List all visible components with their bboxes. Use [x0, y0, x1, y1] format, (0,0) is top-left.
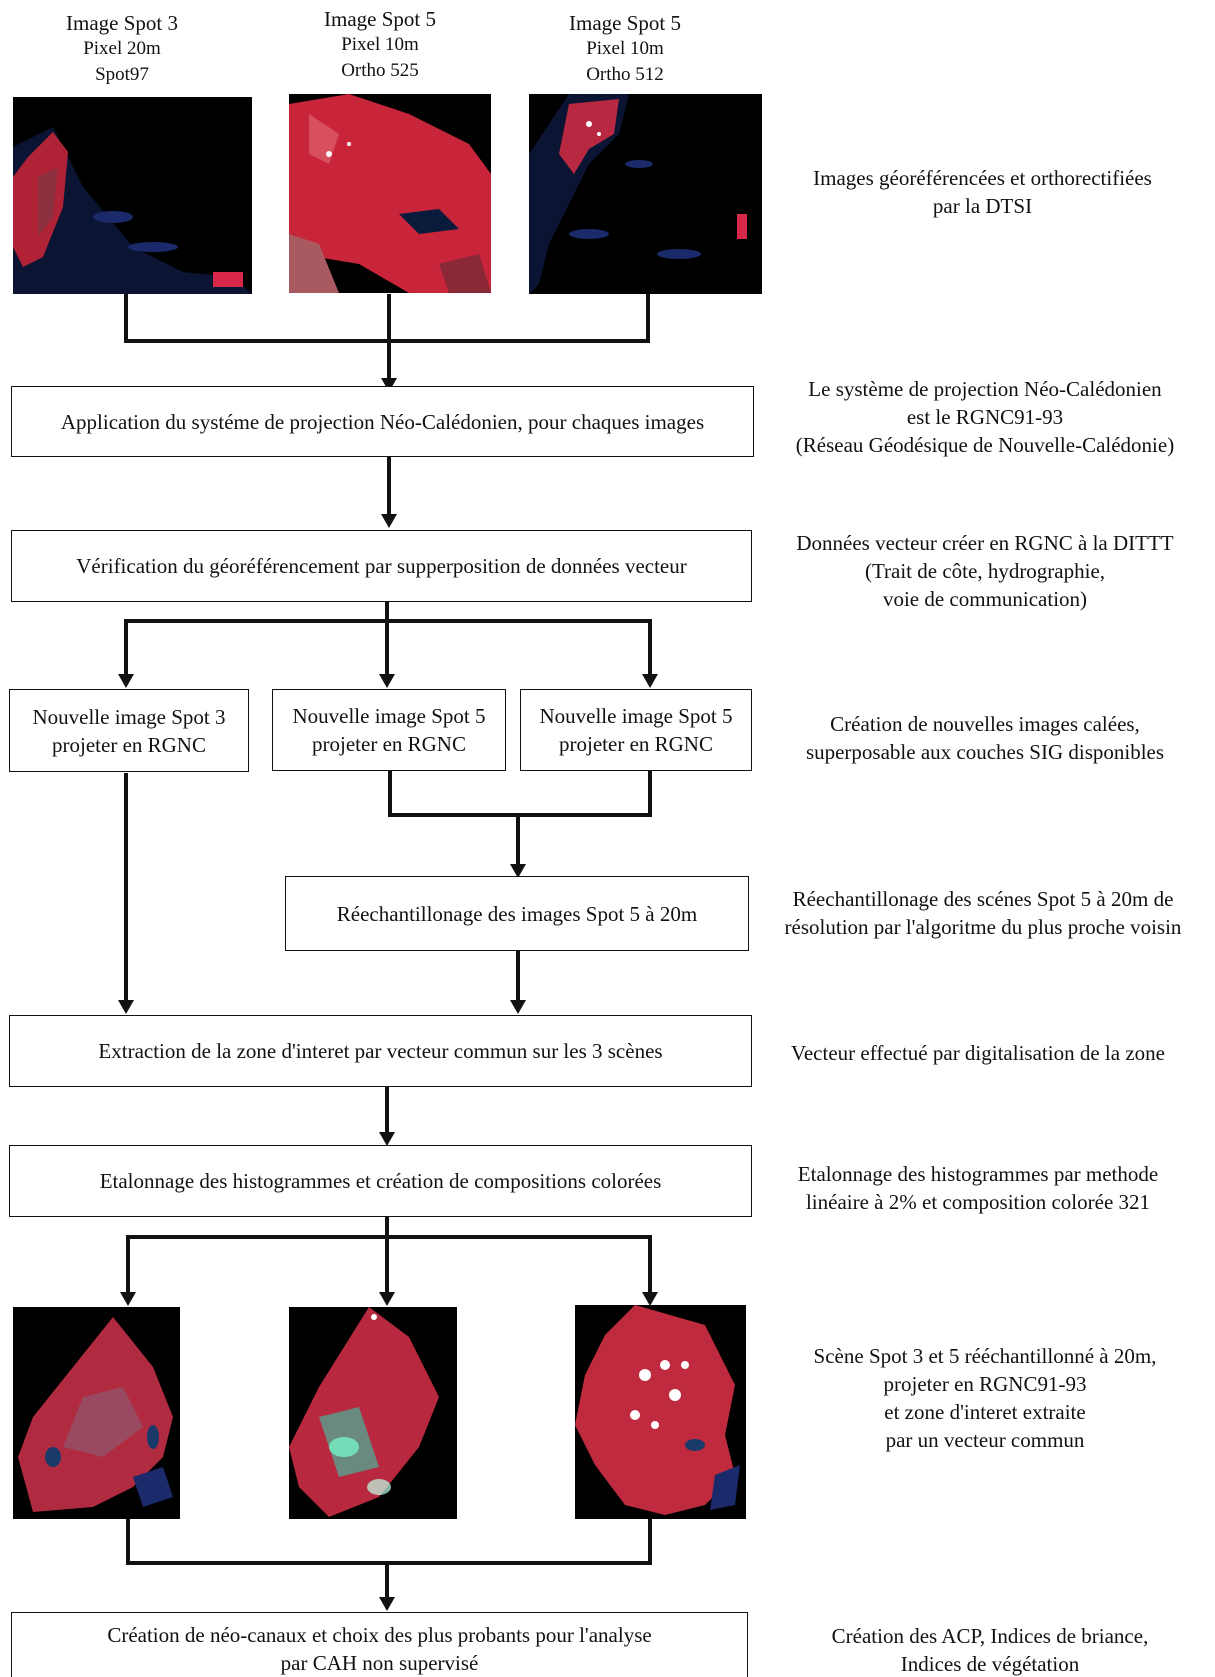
- satellite-image-resampled-spot5-512: [575, 1305, 746, 1519]
- note-acp: Création des ACP, Indices de briance, In…: [831, 1624, 1149, 1676]
- header-label-spot3: Image Spot 3 Pixel 20m Spot97: [66, 11, 178, 85]
- box-neo-canaux: Création de néo-canaux et choix des plus…: [11, 1612, 748, 1677]
- box-resample: Réechantillonage des images Spot 5 à 20m: [285, 876, 749, 951]
- box-projection: Application du systéme de projection Néo…: [11, 386, 754, 457]
- note-resample: Réechantillonage des scénes Spot 5 à 20m…: [784, 887, 1182, 939]
- satellite-image-resampled-spot5-525: [289, 1307, 457, 1519]
- note-vector: Données vecteur créer en RGNC à la DITTT…: [796, 531, 1174, 611]
- box-verification: Vérification du géoréférencement par sup…: [11, 530, 752, 602]
- satellite-image-resampled-spot3: [13, 1307, 180, 1519]
- satellite-image-spot3: [13, 97, 252, 294]
- box-etalonnage: Etalonnage des histogrammes et création …: [9, 1145, 752, 1217]
- note-etalonnage: Etalonnage des histogrammes par methode …: [797, 1162, 1159, 1214]
- note-projection: Le système de projection Néo-Calédonien …: [795, 377, 1175, 457]
- satellite-image-spot5-512: [529, 94, 762, 294]
- note-georef: Images géoréférencées et orthorectifiées…: [813, 166, 1152, 218]
- header-label-spot5-512: Image Spot 5 Pixel 10m Ortho 512: [569, 11, 681, 85]
- header-label-spot5-525: Image Spot 5 Pixel 10m Ortho 525: [324, 7, 436, 81]
- note-scenes: Scène Spot 3 et 5 rééchantillonné à 20m,…: [813, 1344, 1157, 1452]
- note-new-images: Création de nouvelles images calées, sup…: [805, 712, 1165, 764]
- satellite-image-spot5-525: [289, 94, 491, 293]
- box-extraction: Extraction de la zone d'interet par vect…: [9, 1015, 752, 1087]
- note-extraction: Vecteur effectué par digitalisation de l…: [791, 1041, 1165, 1065]
